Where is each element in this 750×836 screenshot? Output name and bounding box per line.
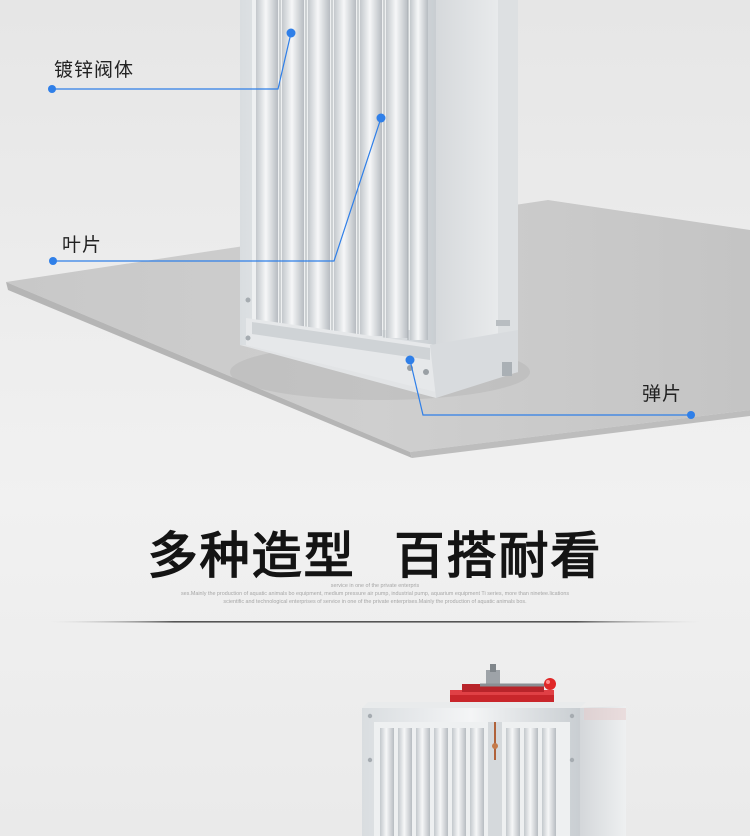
callout-dot-blade-anchor (376, 113, 386, 123)
callout-label-spring: 弹片 (642, 383, 683, 405)
damper-lower (362, 664, 626, 836)
callout-label-blade: 叶片 (62, 234, 103, 256)
subtext-line-3: scientific and technological enterprises… (223, 599, 527, 605)
callout-lines (52, 32, 691, 416)
headline: 多种造型 百搭耐看 (147, 527, 603, 585)
callout-dot-spring-anchor (405, 355, 415, 365)
callout-dots (48, 28, 695, 419)
section-divider (40, 621, 710, 623)
callout-label-body: 镀锌阀体 (54, 59, 135, 81)
callout-dot-body (48, 85, 56, 93)
damper-upper (240, 0, 518, 398)
blades (256, 0, 428, 340)
subtext-line-2: ses.Mainly the production of aquatic ani… (180, 591, 570, 597)
callout-dot-blade (49, 257, 57, 265)
subtext-line-1: service in one of the private enterpris (330, 583, 420, 589)
callout-dot-body-anchor (286, 28, 296, 38)
callout-dot-spring (687, 411, 695, 419)
